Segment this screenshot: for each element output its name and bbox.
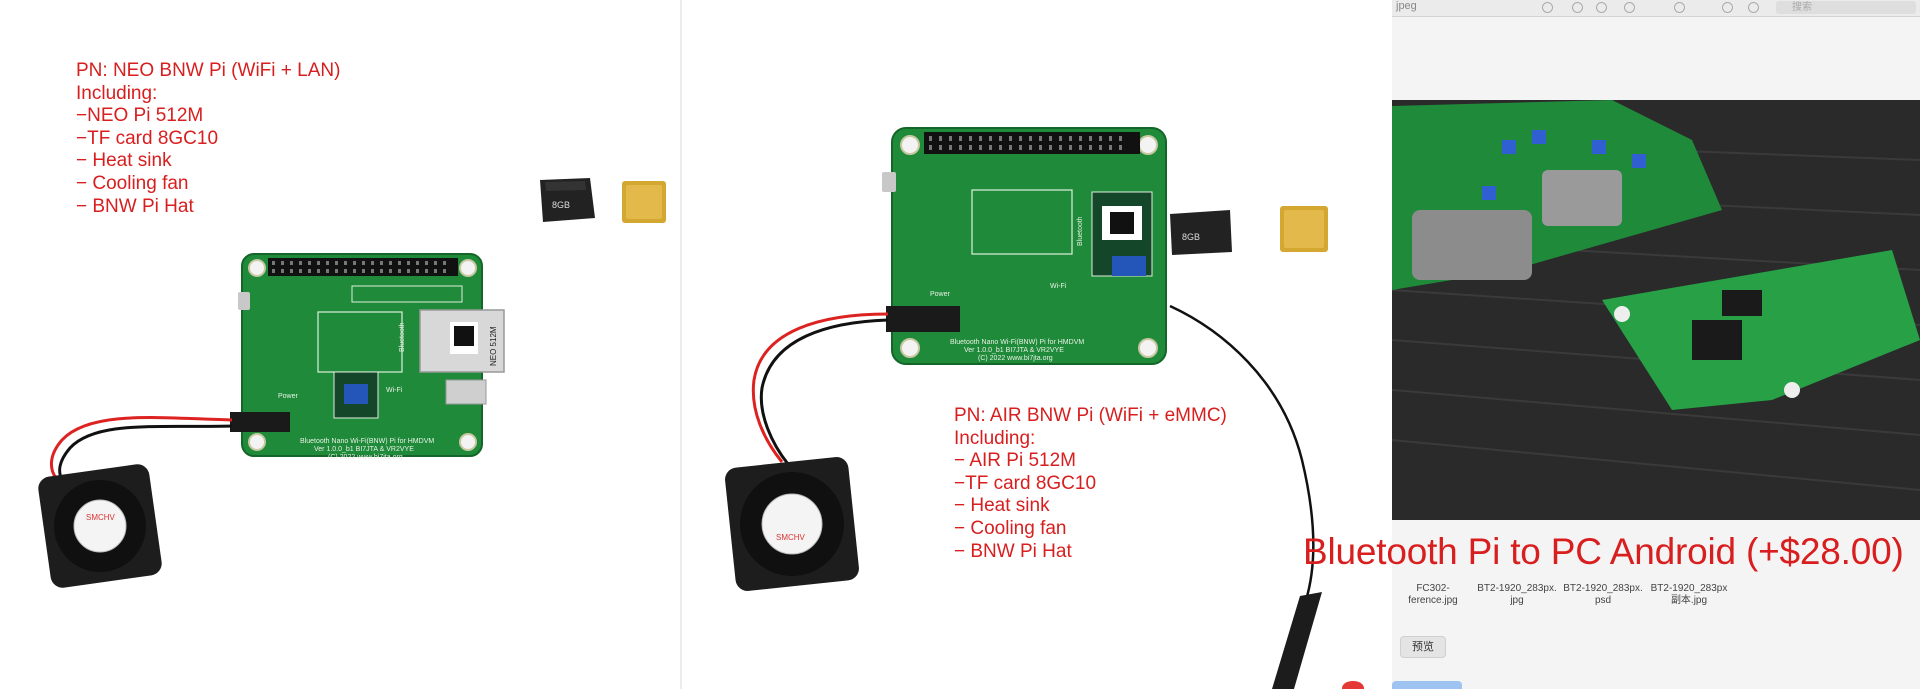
promo-caption: Bluetooth Pi to PC Android (+$28.00) [1303,531,1904,572]
board-power-label: Power [930,291,951,298]
file-name-line: BT2-1920_283px [1650,583,1728,594]
air-kit-photo: 8GB [725,127,1328,689]
cooling-fan-image: SMCHV [725,457,859,591]
notification-dot [1342,681,1364,689]
zoom-in-icon[interactable] [1596,2,1607,13]
tf-card-image: 8GB [540,178,595,222]
file-name-line: BT2-1920_283px. [1563,583,1643,594]
board-wifi-label: Wi-Fi [386,387,403,394]
board-silk-version: Ver 1.0.0_b1 BI7JTA & VR2VYE [964,347,1064,354]
spec-line: − Heat sink [954,495,1050,517]
file-browser-strip: FC302- ference.jpg BT2-1920_283px. jpg B… [1392,583,1920,623]
file-item[interactable]: FC302- ference.jpg [1392,583,1476,607]
file-name-line: 副本.jpg [1670,595,1708,606]
spec-list-air: PN: AIR BNW Pi (WiFi + eMMC) Including: … [954,405,1227,563]
board-power-label: Power [278,393,299,400]
file-name-line: BT2-1920_283px. [1477,583,1557,594]
spec-line: − BNW Pi Hat [954,540,1072,562]
product-panel-neo: PN: NEO BNW Pi (WiFi + LAN) Including: −… [0,0,680,689]
file-name-line: psd [1594,595,1612,606]
annotate-icon[interactable] [1748,2,1759,13]
heat-sink-image [622,181,666,223]
search-input[interactable]: 搜索 [1776,1,1916,14]
preview-window: jpeg 搜索 [1392,0,1920,689]
file-name-line: ference.jpg [1408,595,1458,606]
fan-brand-label: SMCHV [776,533,806,542]
board-silk-copy: (C) 2022 www.bi7jta.org [328,454,403,461]
file-name-line: FC302- [1416,583,1450,594]
board-silk-copy: (C) 2022 www.bi7jta.org [978,355,1053,362]
spec-line: − Cooling fan [954,517,1067,539]
spec-line: − Heat sink [76,150,172,172]
heat-sink-image [1280,206,1328,252]
tf-card-image: 8GB [1170,210,1232,255]
board-lan-label: NEO 512M [489,326,498,366]
file-item[interactable]: BT2-1920_283px 副本.jpg [1646,583,1732,607]
share-icon[interactable] [1624,2,1635,13]
file-item[interactable]: BT2-1920_283px. psd [1560,583,1646,607]
file-item[interactable]: BT2-1920_283px. jpg [1474,583,1560,607]
sd-label: 8GB [1182,232,1200,242]
spec-line: − Cooling fan [76,172,189,194]
board-bt-label: Bluetooth [1077,216,1084,246]
sd-label: 8GB [552,200,570,210]
board-on-desk-photo [1392,100,1920,520]
spec-line: Including: [76,82,158,104]
spec-line: −NEO Pi 512M [76,105,204,127]
board-wifi-label: Wi-Fi [1050,283,1067,290]
board-silk-title: Bluetooth Nano Wi-Fi(BNW) Pi for HMDVM [950,339,1084,346]
info-icon[interactable] [1542,2,1553,13]
board-silk-version: Ver 1.0.0_b1 BI7JTA & VR2VYE [314,446,414,453]
preview-toolbar: jpeg 搜索 [1392,0,1920,17]
zoom-out-icon[interactable] [1572,2,1583,13]
product-panel-air: 8GB [680,0,1392,689]
file-name-line: jpg [1510,595,1524,606]
board-silk-title: Bluetooth Nano Wi-Fi(BNW) Pi for HMDVM [300,438,434,445]
preview-button[interactable]: 预览 [1400,636,1446,658]
spec-line: −TF card 8GC10 [76,127,219,149]
spec-list-neo: PN: NEO BNW Pi (WiFi + LAN) Including: −… [76,60,340,218]
board-bt-label: Bluetooth [399,322,406,352]
spec-line: PN: AIR BNW Pi (WiFi + eMMC) [954,405,1227,426]
spec-line: − BNW Pi Hat [76,195,194,217]
fan-brand-label: SMCHV [86,513,116,522]
spec-line: −TF card 8GC10 [954,472,1097,494]
cooling-fan-image: SMCHV [38,464,162,588]
spec-line: − AIR Pi 512M [954,450,1076,472]
bnw-pi-hat-board: Bluetooth Nano Wi-Fi(BNW) Pi for HMDVM V… [882,127,1167,365]
rotate-icon[interactable] [1722,2,1733,13]
dock-selection-indicator [1392,681,1462,689]
spec-line: PN: NEO BNW Pi (WiFi + LAN) [76,60,341,81]
window-title: jpeg [1396,0,1417,12]
neo-kit-photo: 8GB [38,178,666,588]
spec-line: Including: [954,427,1036,449]
markup-icon[interactable] [1674,2,1685,13]
bnw-pi-hat-board: Bluetooth Nano Wi-Fi(BNW) Pi for HMDVM V… [230,253,505,461]
